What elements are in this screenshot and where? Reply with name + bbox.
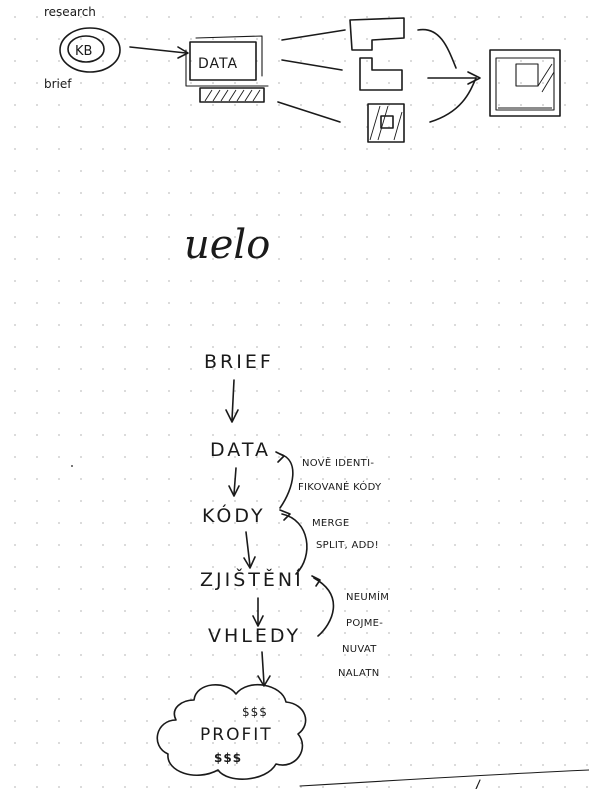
piece-1 — [349, 17, 405, 51]
merge-curve-1 — [417, 28, 457, 69]
note-data-codes-1: NOVĚ IDENTI- — [302, 456, 374, 469]
loop-arrow-head — [311, 575, 321, 587]
step-codes: KÓDY — [202, 503, 266, 527]
note-findings-insights-1: NEUMÍM — [346, 590, 389, 603]
note-findings-insights-4: NALATN — [338, 668, 380, 679]
scribble-word: uelo — [184, 222, 270, 268]
stray-dot — [71, 465, 73, 467]
note-data-codes-2: FIKOVANÉ KÓDY — [298, 480, 382, 493]
assembled-result — [489, 49, 561, 117]
arrow-insights-to-profit — [261, 651, 265, 685]
arrow-head — [228, 485, 240, 497]
piece-3 — [367, 103, 405, 143]
arrow-to-piece-3 — [277, 101, 341, 123]
merge-curve-3 — [429, 77, 477, 123]
data-box-label: DATA — [198, 56, 238, 72]
profit-cloud — [156, 684, 307, 780]
arrow-kb-to-data — [129, 46, 187, 54]
step-insights: VHLEDY — [208, 625, 301, 647]
arrow-head — [252, 615, 264, 627]
arrow-codes-to-findings — [245, 531, 251, 567]
step-data: DATA — [210, 439, 271, 461]
step-findings: ZJIŠTĚNÍ — [200, 567, 304, 591]
note-findings-insights-3: NUVAT — [342, 644, 377, 655]
step-brief: BRIEF — [204, 351, 274, 373]
kb-label: KB — [75, 44, 92, 59]
arrow-head — [243, 556, 256, 569]
loop-arrow-head — [279, 509, 291, 521]
arrow-head — [225, 409, 239, 423]
loop-data-codes — [279, 453, 294, 509]
bottom-stroke — [299, 769, 589, 787]
loop-codes-findings — [281, 513, 308, 575]
note-codes-findings-1: MERGE — [312, 518, 349, 529]
merge-arrow-head — [467, 71, 481, 85]
arrow-brief-to-data — [231, 379, 235, 421]
loop-findings-insights — [313, 577, 335, 637]
label-brief: brief — [44, 77, 72, 91]
cloud-profit: PROFIT — [200, 725, 273, 745]
cloud-dollars-top: $$$ — [242, 705, 268, 719]
note-findings-insights-2: POJME- — [346, 618, 383, 629]
flow-diagram: BRIEF DATA KÓDY ZJIŠTĚNÍ VHLEDY NOVĚ IDE… — [156, 351, 389, 780]
knowledge-base-circle: KB — [59, 27, 121, 73]
arrow-to-piece-1 — [281, 29, 346, 41]
arrow-data-to-codes — [233, 467, 237, 495]
cloud-dollars-bottom: $$$ — [214, 751, 242, 765]
loop-arrow-head — [275, 451, 285, 463]
data-box: DATA — [185, 35, 269, 103]
label-research: research — [44, 5, 96, 19]
note-codes-findings-2: SPLIT, ADD! — [316, 540, 379, 551]
top-process-sketch: research brief KB DATA — [44, 5, 561, 143]
arrow-head — [177, 46, 189, 59]
piece-2 — [359, 57, 403, 91]
arrow-to-piece-2 — [281, 59, 343, 71]
bottom-tick — [475, 779, 481, 789]
